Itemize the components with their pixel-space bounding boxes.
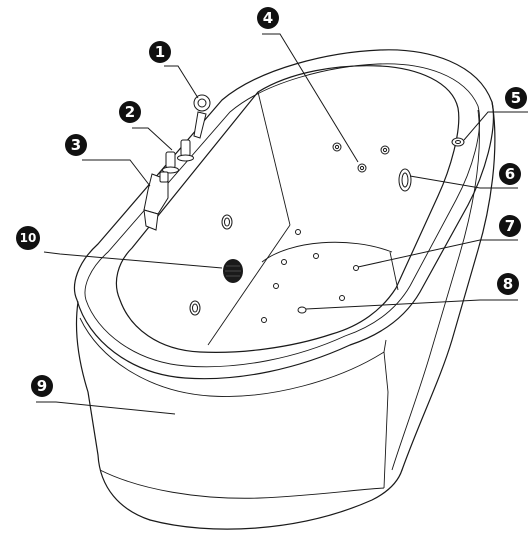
- tub-skirt-front-edge: [383, 351, 389, 489]
- callout-10-label: 10: [20, 231, 37, 245]
- left-wall-jets: [189, 214, 233, 316]
- callout-1: 1: [149, 41, 171, 63]
- callout-6: 6: [499, 163, 521, 185]
- callout-10: 10: [16, 226, 40, 250]
- basin-fold-front: [389, 251, 399, 291]
- tub-inner-basin: [115, 65, 460, 353]
- back-jets: [332, 142, 390, 173]
- leader-8: [305, 299, 518, 310]
- drain-grille: [223, 259, 243, 283]
- basin-seat-curve: [261, 241, 393, 263]
- callout-7: 7: [499, 215, 521, 237]
- callout-9-label: 9: [37, 377, 47, 395]
- callout-3-label: 3: [71, 136, 81, 154]
- leader-9: [36, 401, 176, 415]
- bath-spout-fitting: [143, 171, 169, 231]
- side-wall-jet: [398, 168, 412, 192]
- tub-skirt-bottom: [149, 469, 403, 530]
- callout-4-label: 4: [263, 9, 273, 27]
- callout-8-label: 8: [503, 275, 513, 293]
- mixer-valve-fitting: [162, 139, 194, 174]
- leader-2: [132, 127, 173, 151]
- callout-8: 8: [497, 273, 519, 295]
- callout-2-label: 2: [125, 103, 135, 121]
- tub-skirt-rear-edge: [391, 109, 480, 471]
- callout-5-label: 5: [511, 89, 521, 107]
- hand-shower-fitting: [193, 94, 211, 139]
- leader-1: [164, 65, 199, 99]
- callout-7-label: 7: [505, 217, 515, 235]
- callout-2: 2: [119, 101, 141, 123]
- tub-skirt-left: [75, 301, 151, 521]
- callout-4: 4: [257, 7, 279, 29]
- leader-7: [357, 239, 518, 268]
- tub-skirt-band-upper: [79, 317, 387, 397]
- basin-fold-right: [207, 224, 291, 346]
- leader-4: [262, 33, 359, 163]
- callout-9: 9: [31, 375, 53, 397]
- callout-6-label: 6: [505, 165, 515, 183]
- callout-3: 3: [65, 134, 87, 156]
- callout-1-label: 1: [155, 43, 165, 61]
- tub-skirt-right: [401, 101, 496, 471]
- callout-5: 5: [505, 87, 527, 109]
- rim-control-button: [451, 137, 465, 147]
- leader-3: [82, 159, 151, 187]
- leader-5: [463, 111, 528, 141]
- basin-fold-left: [257, 91, 291, 226]
- tub-rim-inner-edge: [84, 63, 481, 368]
- tub-skirt-band-lower: [99, 469, 385, 499]
- seat-jets: [261, 229, 359, 323]
- leader-10: [43, 251, 223, 269]
- leader-6: [409, 175, 518, 189]
- tub-outer-rim: [73, 49, 494, 380]
